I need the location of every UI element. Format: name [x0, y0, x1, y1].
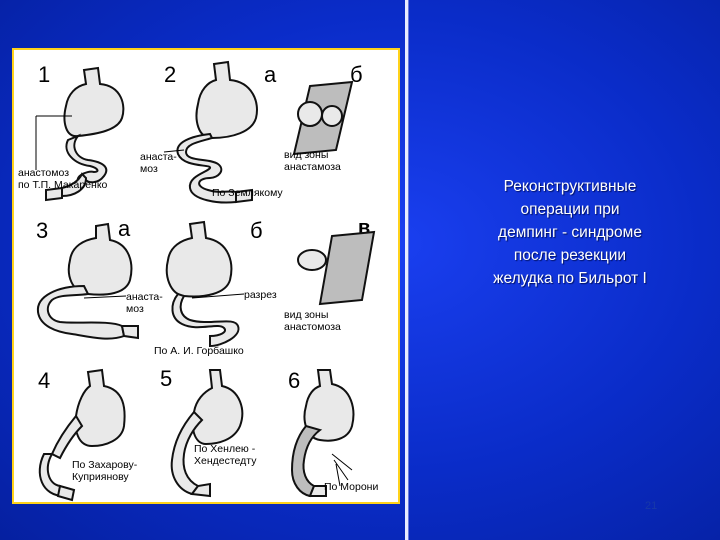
- page-number: 21: [645, 500, 658, 512]
- surgery-diagram-panel: 1 2 а б анастомоз по Т.П. Макаренко анас…: [12, 48, 400, 504]
- label-vid-zony-2b: анастомоза: [284, 321, 341, 333]
- stomach-drawing-3b: [165, 220, 240, 348]
- label-moroni: По Морони: [324, 481, 378, 493]
- label-anasta-3a: анаста-: [126, 291, 163, 303]
- vertical-divider: [405, 0, 408, 540]
- stomach-drawing-2: [176, 60, 258, 204]
- title-line-4: после резекции: [513, 247, 627, 264]
- anastomosis-zone-drawing-2: [297, 230, 376, 306]
- stomach-drawing-1: [45, 66, 125, 202]
- label-anasta-2b: моз: [140, 163, 158, 175]
- label-vid-zony-1b: анастамоза: [284, 161, 341, 173]
- diagram-letter-3a: а: [118, 216, 131, 241]
- anastomosis-zone-drawing-1: [292, 80, 354, 156]
- stomach-drawing-3a: [36, 222, 139, 340]
- diagram-number-5: 5: [160, 366, 172, 391]
- stomach-drawing-5: [170, 369, 244, 498]
- title-line-5: желудка по Бильрот I: [493, 270, 647, 287]
- label-henleyu-2: Хендестедту: [194, 455, 257, 467]
- diagram-letter-1a: а: [264, 62, 277, 87]
- surgery-diagram: 1 2 а б анастомоз по Т.П. Макаренко анас…: [18, 60, 378, 502]
- label-vid-zony-2a: вид зоны: [284, 309, 328, 321]
- label-makarenko: по Т.П. Макаренко: [18, 179, 108, 191]
- label-zakharovu-1: По Захарову-: [72, 459, 138, 471]
- label-zakharovu-2: Куприянову: [72, 471, 129, 483]
- label-henleyu-1: По Хенлею -: [194, 443, 256, 455]
- label-zemlyanomu: По Землякому: [212, 187, 283, 199]
- title-line-1: Реконструктивные: [503, 178, 637, 195]
- pointer-line-razrez: [191, 293, 245, 299]
- diagram-letter-3b: б: [250, 218, 263, 243]
- pointer-line-3: [83, 295, 127, 299]
- title-line-2: операции при: [520, 201, 620, 218]
- pointer-line-2: [163, 149, 185, 153]
- label-gorbashko: По А. И. Горбашко: [154, 345, 244, 357]
- slide-title: Реконструктивные операции при демпинг - …: [450, 175, 690, 290]
- stomach-drawing-6: [290, 369, 355, 498]
- diagram-number-6: 6: [288, 368, 300, 393]
- label-vid-zony-1a: вид зоны: [284, 149, 328, 161]
- diagram-number-4: 4: [38, 368, 50, 393]
- stomach-drawing-4: [38, 368, 126, 502]
- diagram-number-1: 1: [38, 62, 50, 87]
- label-anasta-2a: анаста-: [140, 151, 177, 163]
- label-razrez: разрез: [244, 289, 277, 301]
- title-line-3: демпинг - синдроме: [498, 224, 642, 241]
- diagram-number-3: 3: [36, 218, 48, 243]
- label-anasta-3b: моз: [126, 303, 144, 315]
- label-anastomoz-1: анастомоз: [18, 167, 69, 179]
- diagram-number-2: 2: [164, 62, 176, 87]
- diagram-letter-1b: б: [350, 62, 363, 87]
